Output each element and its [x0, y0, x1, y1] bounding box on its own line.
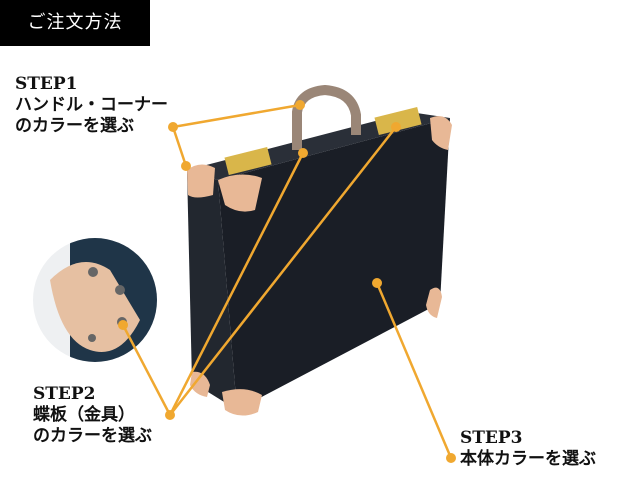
suitcase: [187, 84, 452, 416]
step1-label: STEP1 ハンドル・コーナー のカラーを選ぶ: [15, 74, 168, 137]
step1-line2: のカラーを選ぶ: [15, 116, 134, 136]
page-title: ご注文方法: [0, 0, 150, 46]
step3-label: STEP3 本体カラーを選ぶ: [460, 428, 596, 470]
hinge-closeup-inset: [33, 238, 157, 362]
step1-number: STEP1: [15, 74, 78, 94]
step2-number: STEP2: [33, 384, 96, 404]
step1-line1: ハンドル・コーナー: [15, 95, 168, 115]
step3-line1: 本体カラーを選ぶ: [460, 449, 596, 469]
step2-line2: のカラーを選ぶ: [33, 426, 152, 446]
step2-label: STEP2 蝶板（金具） のカラーを選ぶ: [33, 384, 152, 447]
marker-dots: [118, 100, 456, 463]
step2-line1: 蝶板（金具）: [33, 405, 135, 425]
step3-number: STEP3: [460, 428, 523, 448]
